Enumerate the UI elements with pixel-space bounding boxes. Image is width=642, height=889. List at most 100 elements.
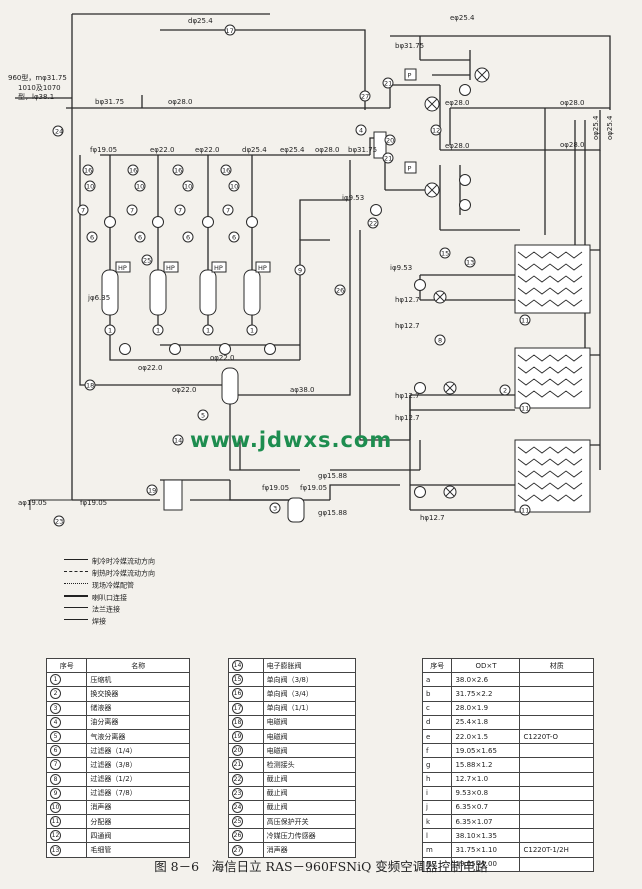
part-number: 24: [232, 801, 243, 813]
svg-text:17: 17: [226, 27, 234, 35]
part-number-cell: 11: [45, 814, 88, 830]
svg-text:hφ12.7: hφ12.7: [395, 414, 420, 422]
pipe-table-header: 序号: [421, 657, 453, 674]
hp-label-1: HP: [118, 264, 127, 272]
svg-text:hφ12.7: hφ12.7: [395, 392, 420, 400]
part-number: 18: [232, 716, 243, 728]
pipe-material: [519, 757, 594, 773]
svg-text:6: 6: [138, 234, 142, 242]
part-name: 过滤器（1/4）: [86, 743, 190, 759]
svg-text:fφ19.05: fφ19.05: [300, 484, 327, 492]
svg-text:10: 10: [230, 183, 238, 191]
pressure-label-2: P: [408, 165, 412, 173]
pipe-od: 38.10×1.35: [451, 828, 521, 844]
svg-text:11: 11: [521, 405, 529, 413]
pipe-code: a: [421, 672, 453, 688]
svg-text:8: 8: [438, 337, 442, 345]
part-name: 分配器: [86, 814, 190, 830]
pipe-code: e: [421, 728, 453, 745]
svg-text:dφ25.4: dφ25.4: [188, 17, 213, 25]
svg-text:5: 5: [201, 412, 205, 420]
pipe-code: i: [421, 785, 453, 801]
pipe-material: [519, 828, 594, 844]
pipe-od: 28.0×1.9: [451, 700, 521, 716]
part-name: 电磁阀: [262, 728, 357, 745]
part-number-cell: 24: [228, 799, 264, 816]
oil-separator: [373, 131, 387, 159]
part-number: 7: [50, 759, 61, 771]
part-number: 23: [232, 787, 243, 799]
pipe-material: [519, 785, 594, 801]
svg-text:oφ28.0: oφ28.0: [168, 98, 193, 106]
svg-text:1: 1: [108, 327, 112, 335]
pipe-code: k: [421, 814, 453, 830]
flow-legend-item: 现场冷媒配管: [92, 581, 134, 590]
part-name: 气液分离器: [86, 728, 190, 745]
part-number-cell: 2: [45, 686, 88, 702]
parts-table-1-row: 13 毛细管: [45, 842, 190, 858]
compressor-1: [101, 269, 119, 316]
pipe-code: d: [421, 714, 453, 730]
part-number-cell: 22: [228, 771, 264, 787]
hp-label-2: HP: [166, 264, 175, 272]
pipe-od: 19.05×1.00: [451, 856, 521, 872]
pipe-material: [519, 799, 594, 816]
svg-text:11: 11: [521, 317, 529, 325]
svg-text:16: 16: [222, 167, 230, 175]
svg-text:1: 1: [206, 327, 210, 335]
svg-text:型，lφ38.1: 型，lφ38.1: [18, 92, 54, 101]
coil-3: [514, 439, 591, 513]
part-number: 2: [50, 688, 61, 700]
svg-text:21: 21: [384, 80, 392, 88]
accumulator: [221, 367, 239, 405]
part-number: 8: [50, 773, 61, 785]
svg-text:16: 16: [174, 167, 182, 175]
svg-text:6: 6: [90, 234, 94, 242]
svg-text:eφ28.0: eφ28.0: [445, 142, 470, 150]
part-number: 13: [50, 844, 61, 856]
pipe-code: b: [421, 686, 453, 702]
part-number: 20: [232, 745, 243, 757]
pipe-material: [519, 771, 594, 787]
part-number: 17: [232, 702, 243, 714]
part-number: 12: [50, 830, 61, 842]
svg-text:14: 14: [174, 437, 182, 445]
svg-text:21: 21: [384, 155, 392, 163]
watermark: www.jdwxs.com: [190, 428, 393, 452]
svg-text:4: 4: [359, 127, 363, 135]
svg-text:24: 24: [55, 128, 63, 136]
svg-text:13: 13: [466, 259, 474, 267]
svg-text:gφ15.88: gφ15.88: [318, 472, 347, 480]
part-number-cell: 13: [45, 842, 88, 858]
part-number-cell: 19: [228, 728, 264, 745]
pipe-od: 15.88×1.2: [451, 757, 521, 773]
svg-text:6: 6: [186, 234, 190, 242]
hp-label-3: HP: [214, 264, 223, 272]
part-name: 毛细管: [86, 842, 190, 858]
svg-text:aφ19.05: aφ19.05: [18, 499, 47, 507]
svg-text:fφ19.05: fφ19.05: [262, 484, 289, 492]
part-number: 10: [50, 801, 61, 813]
pipe-material: C1220T-1/2H: [519, 842, 594, 858]
part-number-cell: 20: [228, 743, 264, 759]
part-number-cell: 27: [228, 842, 264, 858]
part-name: 截止阀: [262, 785, 357, 801]
pipe-material: [519, 686, 594, 702]
part-number-cell: 15: [228, 672, 264, 688]
